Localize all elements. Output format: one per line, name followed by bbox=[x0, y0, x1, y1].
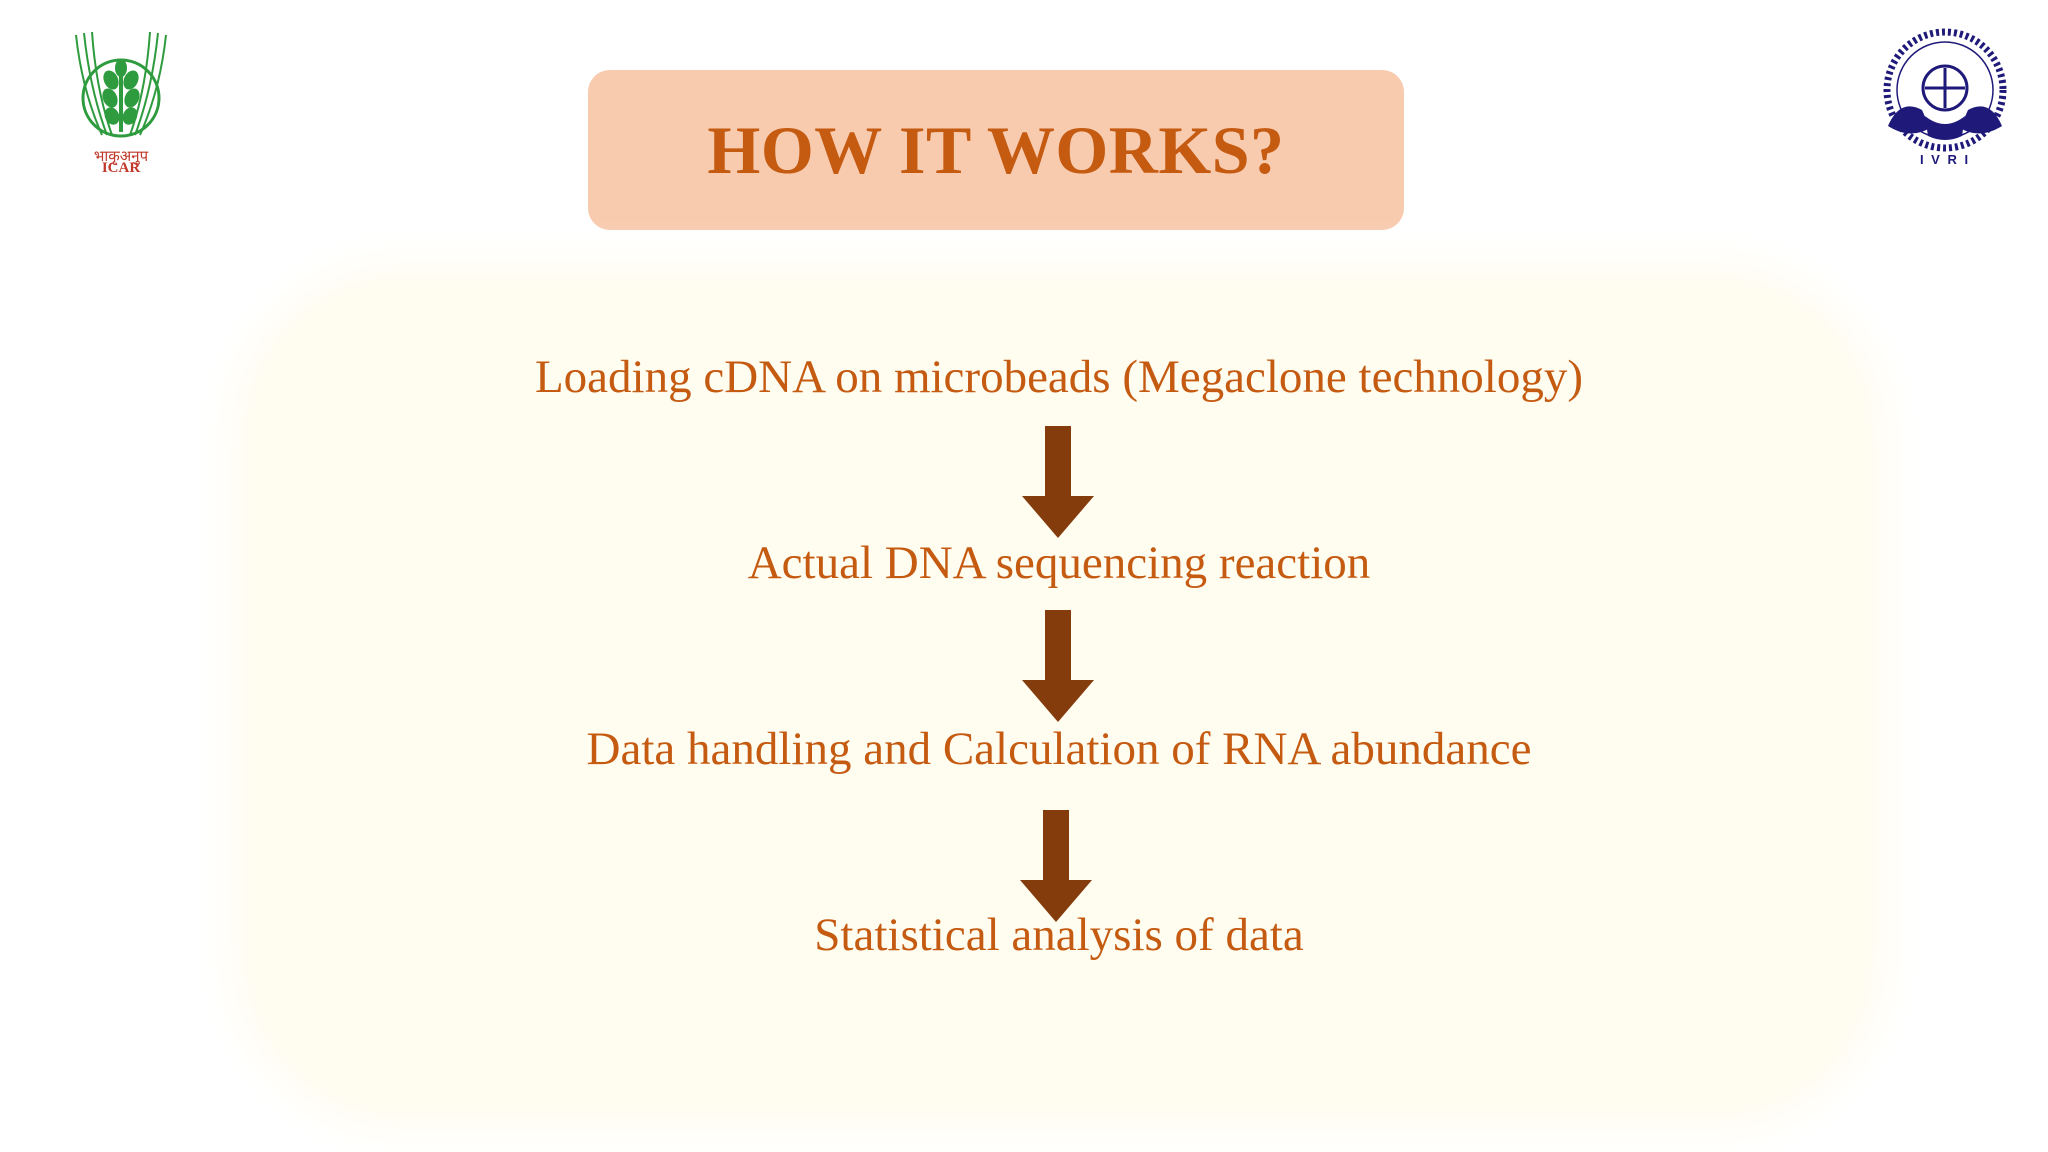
flow-step-3: Data handling and Calculation of RNA abu… bbox=[586, 723, 1532, 775]
icar-caption: ICAR bbox=[101, 160, 141, 176]
icar-logo-icon bbox=[75, 31, 167, 138]
down-arrow-icon bbox=[1022, 426, 1094, 538]
ivri-caption: I V R I bbox=[1919, 152, 1971, 167]
flow-step-1: Loading cDNA on microbeads (Megaclone te… bbox=[534, 351, 1584, 403]
title-banner: HOW IT WORKS? bbox=[588, 70, 1404, 230]
icar-hindi-caption: भाकृअनुप bbox=[93, 147, 149, 165]
ivri-emblem-icon bbox=[1883, 28, 2007, 152]
slide-title: HOW IT WORKS? bbox=[707, 111, 1285, 188]
flow-step-4: Statistical analysis of data bbox=[814, 909, 1304, 961]
down-arrow-icon bbox=[1022, 610, 1094, 722]
down-arrow-icon bbox=[1020, 810, 1092, 922]
flow-step-2: Actual DNA sequencing reaction bbox=[747, 537, 1371, 589]
